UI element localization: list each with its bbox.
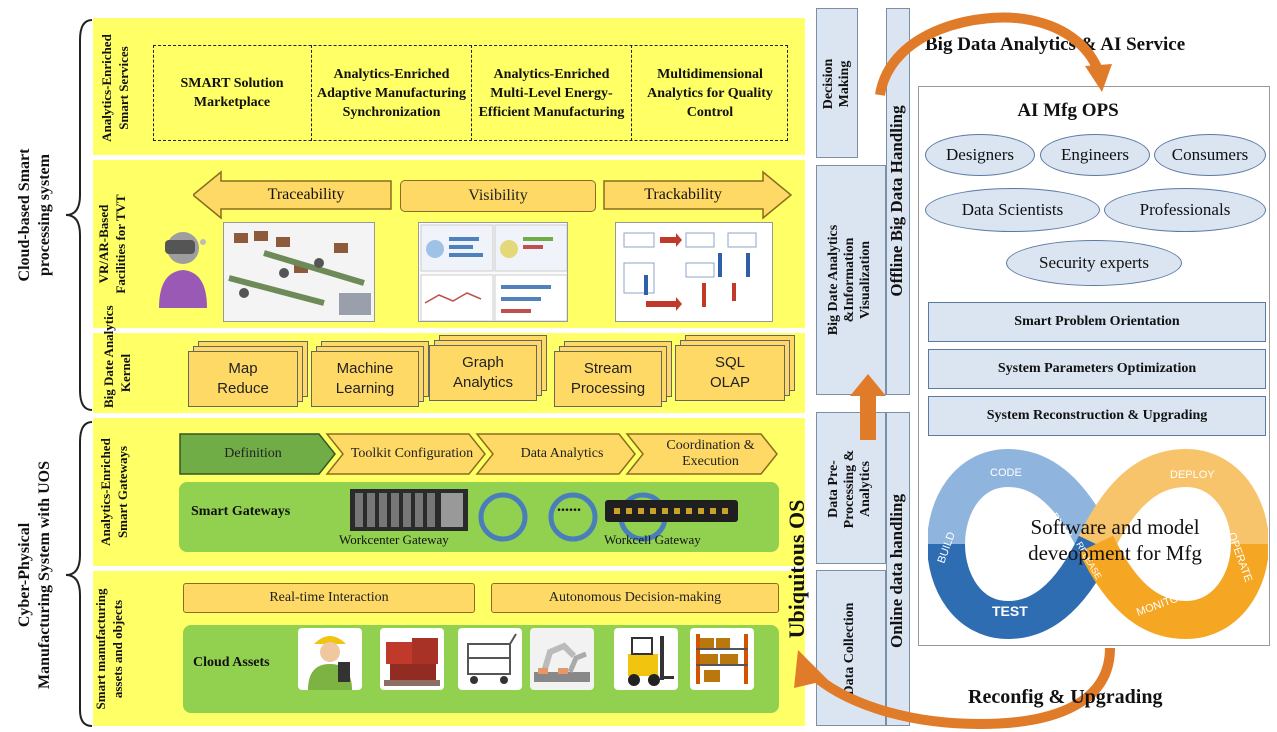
autonomous-decision: Autonomous Decision-making (491, 583, 779, 613)
tvt-row-label-1: VR/AR-Based (96, 204, 111, 284)
kernel-row-label-2: Kernel (118, 353, 133, 393)
devops-code: CODE (990, 467, 1022, 479)
workcell-gateway-device (605, 500, 738, 522)
system-reconstruction: System Reconstruction & Upgrading (928, 396, 1266, 436)
cloud-assets-title: Cloud Assets (193, 655, 270, 670)
cps-label-line1: Cyber-Physical (16, 522, 33, 628)
forklift-icon (614, 628, 678, 690)
boxes-icon (380, 628, 444, 690)
stream-processing-line2: Processing (570, 380, 646, 397)
step-toolkit: Toolkit Configuration (350, 446, 474, 461)
realtime-interaction: Real-time Interaction (183, 583, 475, 613)
graph-analytics-line2: Analytics (452, 374, 514, 391)
decision-making-box (816, 8, 858, 158)
machine-learning-line1: Machine (336, 360, 394, 377)
sql-olap-line2: OLAP (709, 374, 751, 391)
role-designers: Designers (925, 134, 1035, 176)
tvt-row-label-2: Facilities for TVT (113, 194, 128, 294)
workcenter-gateway-label: Workcenter Gateway (339, 532, 449, 547)
gateway-chevrons (179, 433, 778, 475)
workcenter-gateway-device (350, 489, 468, 531)
cloud-system-label: Cloud-based Smart processing system (0, 90, 60, 340)
bottom-curve-arrow (806, 647, 1115, 730)
smart-gateways-title: Smart Gateways (191, 504, 291, 519)
role-professionals: Professionals (1104, 188, 1266, 232)
service-energy-efficient: Analytics-Enriched Multi-Level Energy-Ef… (471, 45, 631, 141)
map-reduce-line2: Reduce (217, 380, 269, 397)
devops-caption-line1: Software and model (1030, 515, 1200, 539)
reconfig-label: Reconfig & Upgrading (968, 686, 1163, 708)
role-consumers: Consumers (1154, 134, 1266, 176)
stream-processing-line1: Stream (583, 360, 633, 377)
flow-diagram-image (615, 222, 773, 322)
smart-problem-orientation: Smart Problem Orientation (928, 302, 1266, 342)
bigdata-viz-box (816, 165, 886, 395)
tvt-row: VR/AR-Based Facilities for TVT Traceabil… (93, 160, 805, 328)
chevron-toolkit (325, 433, 486, 475)
dashboard-image (418, 222, 568, 322)
warehouse-shelf-icon (690, 628, 754, 690)
step-definition: Definition (224, 446, 282, 461)
smart-gateways-panel: Smart Gateways Workcenter Gateway ......… (179, 482, 779, 552)
traceability-arrow (193, 170, 392, 220)
trackability-label: Trackability (644, 186, 722, 203)
service-quality-control: Multidimensional Analytics for Quality C… (631, 45, 788, 141)
gateways-row: Analytics-Enriched Smart Gateways Defini… (93, 418, 805, 566)
cps-brace (65, 421, 93, 727)
orange-curve-arrows (794, 12, 1115, 730)
gateways-row-label-1: Analytics-Enriched (98, 438, 113, 546)
devops-caption-line2: deveopment for Mfg (1028, 541, 1202, 565)
role-security-experts: Security experts (1006, 240, 1182, 286)
vr-headset-icon (159, 232, 207, 308)
service-marketplace: SMART Solution Marketplace (180, 76, 284, 110)
chevron-coordination (625, 433, 778, 475)
upload-arrow (850, 374, 886, 440)
robot-arm-icon (530, 628, 594, 690)
cloud-label-line2: processing system (36, 154, 53, 276)
chevron-definition (179, 433, 336, 475)
cloud-brace (65, 19, 93, 411)
trackability-arrow (603, 170, 793, 220)
cps-label-line2: Manufacturing System with UOS (36, 461, 53, 690)
factory-floor-image (223, 222, 375, 322)
role-data-scientists: Data Scientists (925, 188, 1100, 232)
traceability-label: Traceability (267, 186, 345, 203)
step-data-analytics: Data Analytics (520, 446, 604, 461)
smart-services-row: Analytics-Enriched Smart Services SMART … (93, 18, 805, 155)
workcell-gateway-label: Workcell Gateway (604, 532, 701, 547)
map-reduce-line1: Map (228, 360, 258, 377)
system-parameters-optimization: System Parameters Optimization (928, 349, 1266, 389)
gateway-dots: ...... (557, 498, 581, 515)
left-braces (65, 19, 93, 727)
ai-ops-title: AI Mfg OPS (1017, 100, 1119, 121)
services-row-label-1: Analytics-Enriched (99, 34, 114, 142)
cloud-label-line1: Cloud-based Smart (16, 148, 33, 282)
gateways-row-label-2: Smart Gateways (115, 445, 130, 539)
worker-icon (298, 628, 362, 690)
sql-olap-line1: SQL (714, 354, 745, 371)
graph-analytics-line1: Graph (462, 354, 504, 371)
step-coordination: Coordination & Execution (666, 438, 755, 469)
online-handling-box (886, 412, 910, 726)
chevron-data-analytics (475, 433, 636, 475)
top-curve-arrow (875, 12, 1103, 96)
services-row-label-2: Smart Services (116, 46, 131, 130)
assets-row-label-2: assets and objects (110, 599, 125, 699)
devops-infinity-icon: CODE BUILD TEST PLAN RELEASE DEPLOY OPER… (928, 448, 1268, 640)
kernel-row-label-1: Big Date Analytics (101, 305, 116, 408)
visibility-label: Visibility (400, 180, 596, 212)
devops-caption: Software and model deveopment for Mfg (985, 514, 1245, 566)
service-adaptive-sync: Analytics-Enriched Adaptive Manufacturin… (311, 45, 471, 141)
right-title: Big Data Analytics & AI Service (925, 34, 1186, 55)
cps-system-label: Cyber-Physical Manufacturing System with… (0, 420, 60, 730)
devops-test: TEST (992, 603, 1028, 619)
assets-row-label-1: Smart manufacturing (93, 588, 108, 710)
cart-icon (458, 628, 522, 690)
devops-deploy: DEPLOY (1170, 469, 1215, 481)
machine-learning-line2: Learning (335, 380, 395, 397)
role-engineers: Engineers (1040, 134, 1150, 176)
services-dashed-frame (153, 45, 788, 141)
